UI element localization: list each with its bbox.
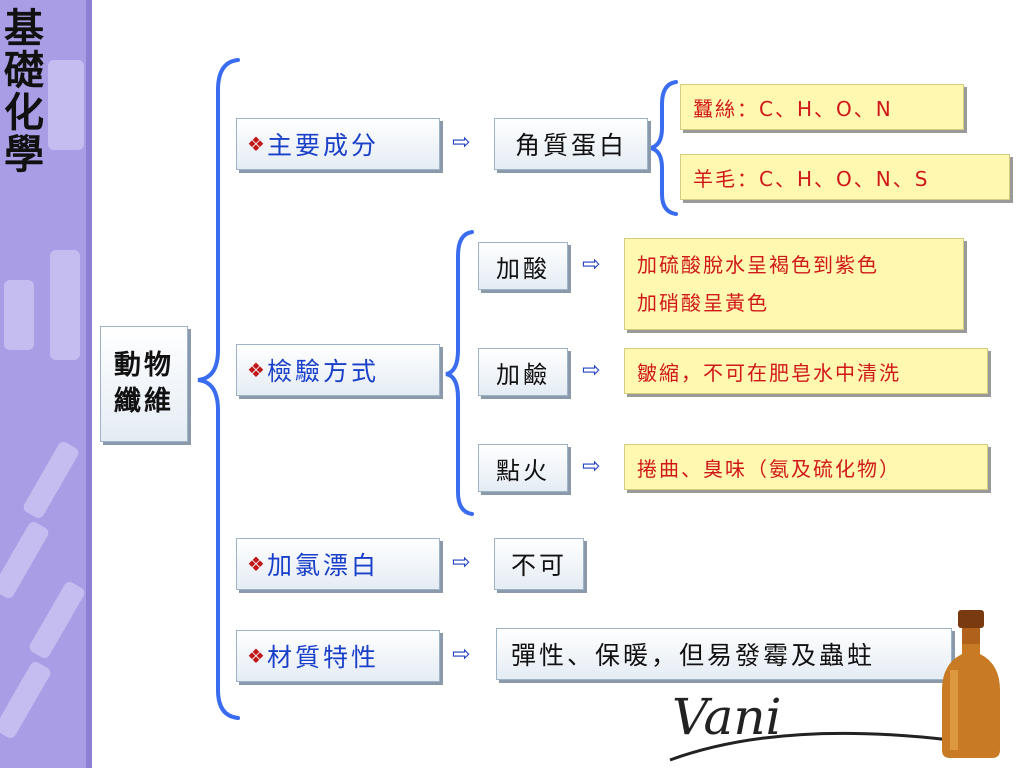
detail-text: 皺縮，不可在肥皂水中清洗 (637, 360, 901, 385)
detail-box: 加硫酸脫水呈褐色到紫色 加硝酸呈黃色 (624, 238, 964, 330)
logo-text: Vani (672, 688, 782, 746)
sidebar-title-char: 化 (4, 90, 44, 136)
bottle-silhouette (50, 250, 80, 360)
arrow-right-icon: ⇨ (452, 550, 471, 575)
result-box: 角質蛋白 (494, 118, 648, 170)
bottle-silhouette (4, 280, 34, 350)
detail-box: 羊毛：C、H、O、N、S (680, 154, 1010, 200)
root-node: 動物 纖維 (100, 326, 188, 442)
result-box: 彈性、保暖，但易發霉及蟲蛀 (496, 628, 952, 680)
diamond-bullet-icon: ❖ (247, 552, 265, 576)
arrow-right-icon: ⇨ (582, 358, 601, 383)
detail-box: 捲曲、臭味（氨及硫化物） (624, 444, 988, 490)
result-text: 不可 (510, 551, 567, 580)
detail-text: 加硝酸呈黃色 (637, 291, 769, 315)
detail-box: 蠶絲：C、H、O、N (680, 84, 964, 130)
diamond-bullet-icon: ❖ (247, 644, 265, 668)
result-text: 角質蛋白 (514, 131, 627, 160)
sidebar-title: 基 礎 化 學 (0, 8, 48, 176)
sidebar-title-char: 基 (4, 6, 44, 52)
detail-text: 加硫酸脫水呈褐色到紫色 (637, 253, 879, 277)
branch-label: 主要成分 (266, 131, 379, 160)
main-bracket (197, 58, 240, 720)
logo-swoosh (669, 731, 951, 762)
branch-label: 檢驗方式 (266, 357, 379, 386)
sidebar-title-char: 礎 (4, 48, 44, 94)
detail-box: 皺縮，不可在肥皂水中清洗 (624, 348, 988, 394)
method-label: 加酸 (496, 254, 550, 283)
branch-label: 材質特性 (266, 643, 379, 672)
branch-testing: ❖ 檢驗方式 (236, 344, 440, 396)
branch-bleach: ❖ 加氯漂白 (236, 538, 440, 590)
branch-property: ❖ 材質特性 (236, 630, 440, 682)
flask-icon (942, 610, 1000, 758)
composition-bracket (649, 80, 678, 216)
root-line: 纖維 (114, 386, 174, 417)
vani-logo: Vani (672, 688, 782, 746)
sidebar: 基 礎 化 學 (0, 0, 92, 768)
diamond-bullet-icon: ❖ (247, 358, 265, 382)
method-label: 加鹼 (496, 360, 550, 389)
method-label: 點火 (496, 456, 550, 485)
diamond-bullet-icon: ❖ (247, 132, 265, 156)
result-text: 彈性、保暖，但易發霉及蟲蛀 (511, 641, 876, 670)
arrow-right-icon: ⇨ (452, 130, 471, 155)
method-box: 點火 (478, 444, 568, 492)
branch-label: 加氯漂白 (266, 551, 379, 580)
arrow-right-icon: ⇨ (452, 642, 471, 667)
root-line: 動物 (114, 350, 174, 381)
arrow-right-icon: ⇨ (582, 454, 601, 479)
bottle-silhouette (48, 60, 84, 150)
method-box: 加鹼 (478, 348, 568, 396)
method-box: 加酸 (478, 242, 568, 290)
arrow-right-icon: ⇨ (582, 252, 601, 277)
testing-bracket (445, 230, 474, 516)
detail-text: 捲曲、臭味（氨及硫化物） (637, 456, 901, 481)
result-box: 不可 (494, 538, 584, 590)
sidebar-title-char: 學 (4, 132, 44, 178)
detail-text: 蠶絲：C、H、O、N (693, 96, 893, 121)
detail-text: 羊毛：C、H、O、N、S (693, 166, 930, 191)
branch-composition: ❖ 主要成分 (236, 118, 440, 170)
sidebar-stripe (86, 0, 92, 768)
